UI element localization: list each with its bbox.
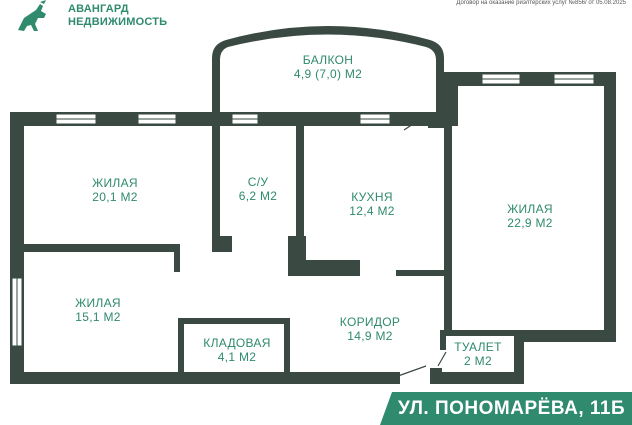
window-lines [16, 78, 594, 346]
room-name: КЛАДОВАЯ [203, 336, 271, 350]
room-bedroom-2: ЖИЛАЯ 22,9 М2 [507, 202, 553, 230]
room-area: 2 М2 [464, 354, 492, 368]
room-area: 20,1 М2 [92, 190, 138, 204]
bathroom-right-wall [296, 126, 304, 236]
bathroom-left-wall [212, 126, 220, 236]
storage-top-wall [178, 318, 290, 324]
room-storage: КЛАДОВАЯ 4,1 М2 [203, 336, 270, 364]
room-name: КОРИДОР [339, 315, 401, 329]
storage-right-wall [284, 318, 290, 374]
kitchen-bottom-wall [288, 260, 360, 276]
horse-rider-icon [18, 0, 46, 31]
toilet-left-wall [440, 330, 446, 350]
balcony-door [403, 113, 429, 131]
room-corridor: КОРИДОР 14,9 М2 [340, 315, 400, 343]
address-bar-bg [380, 392, 632, 425]
bedroom1-stub [174, 244, 180, 272]
room-area: 4,1 М2 [217, 350, 257, 364]
toilet-door-block [430, 368, 442, 384]
room-name: ЖИЛАЯ [507, 202, 553, 216]
bathroom-left-stub [212, 236, 232, 252]
room-toilet: ТУАЛЕТ 2 М2 [454, 340, 501, 368]
brand-name-line1: АВАНГАРД [68, 3, 129, 15]
room-balcony: БАЛКОН 4,9 (7,0) М2 [294, 53, 362, 81]
room-name: ТУАЛЕТ [454, 340, 502, 354]
room-bedroom-1: ЖИЛАЯ 20,1 М2 [92, 176, 138, 204]
right-wing-left-wall [444, 72, 458, 126]
bottom-right-wall [516, 330, 616, 342]
storage-left-wall [178, 318, 184, 374]
bottom-wall [10, 372, 400, 384]
room-name: С/У [247, 175, 269, 189]
room-area: 4,9 (7,0) М2 [293, 67, 363, 81]
bedroom1-bottom-wall [24, 244, 180, 252]
room-area: 12,4 М2 [349, 204, 395, 218]
toilet-door [437, 351, 447, 367]
room-kitchen: КУХНЯ 12,4 М2 [349, 190, 394, 218]
toilet-right-wall [514, 330, 524, 382]
room-bedroom-3: ЖИЛАЯ 15,1 М2 [75, 296, 121, 324]
toilet-top-wall [440, 330, 520, 336]
room-area: 14,9 М2 [347, 329, 393, 343]
room-name: ЖИЛАЯ [75, 296, 121, 310]
room-area: 22,9 М2 [507, 216, 553, 230]
bottom-wall-right [432, 372, 524, 384]
kitchen-bottom-right [396, 270, 448, 276]
door-lines [397, 113, 447, 377]
room-area: 15,1 М2 [75, 310, 121, 324]
bottom-door [397, 365, 427, 377]
license-note: Договор на оказание риэлтерских услуг №8… [456, 0, 626, 6]
address-label: УЛ. ПОНОМАРЁВА, 11Б [398, 398, 626, 419]
kitchen-right-wall [444, 126, 452, 276]
room-name: КУХНЯ [351, 190, 393, 204]
brand-logo: АВАНГАРД НЕДВИЖИМОСТЬ [10, 0, 170, 36]
kitchen-door-block [428, 112, 446, 128]
room-name: ЖИЛАЯ [92, 176, 138, 190]
room-area: 6,2 М2 [238, 189, 278, 203]
corridor-right-wall [444, 276, 452, 330]
room-bathroom: С/У 6,2 М2 [239, 175, 278, 203]
room-name: БАЛКОН [302, 53, 354, 67]
brand-name-line2: НЕДВИЖИМОСТЬ [68, 16, 168, 28]
top-wall-left [10, 112, 446, 126]
right-outer-wall [604, 72, 616, 342]
